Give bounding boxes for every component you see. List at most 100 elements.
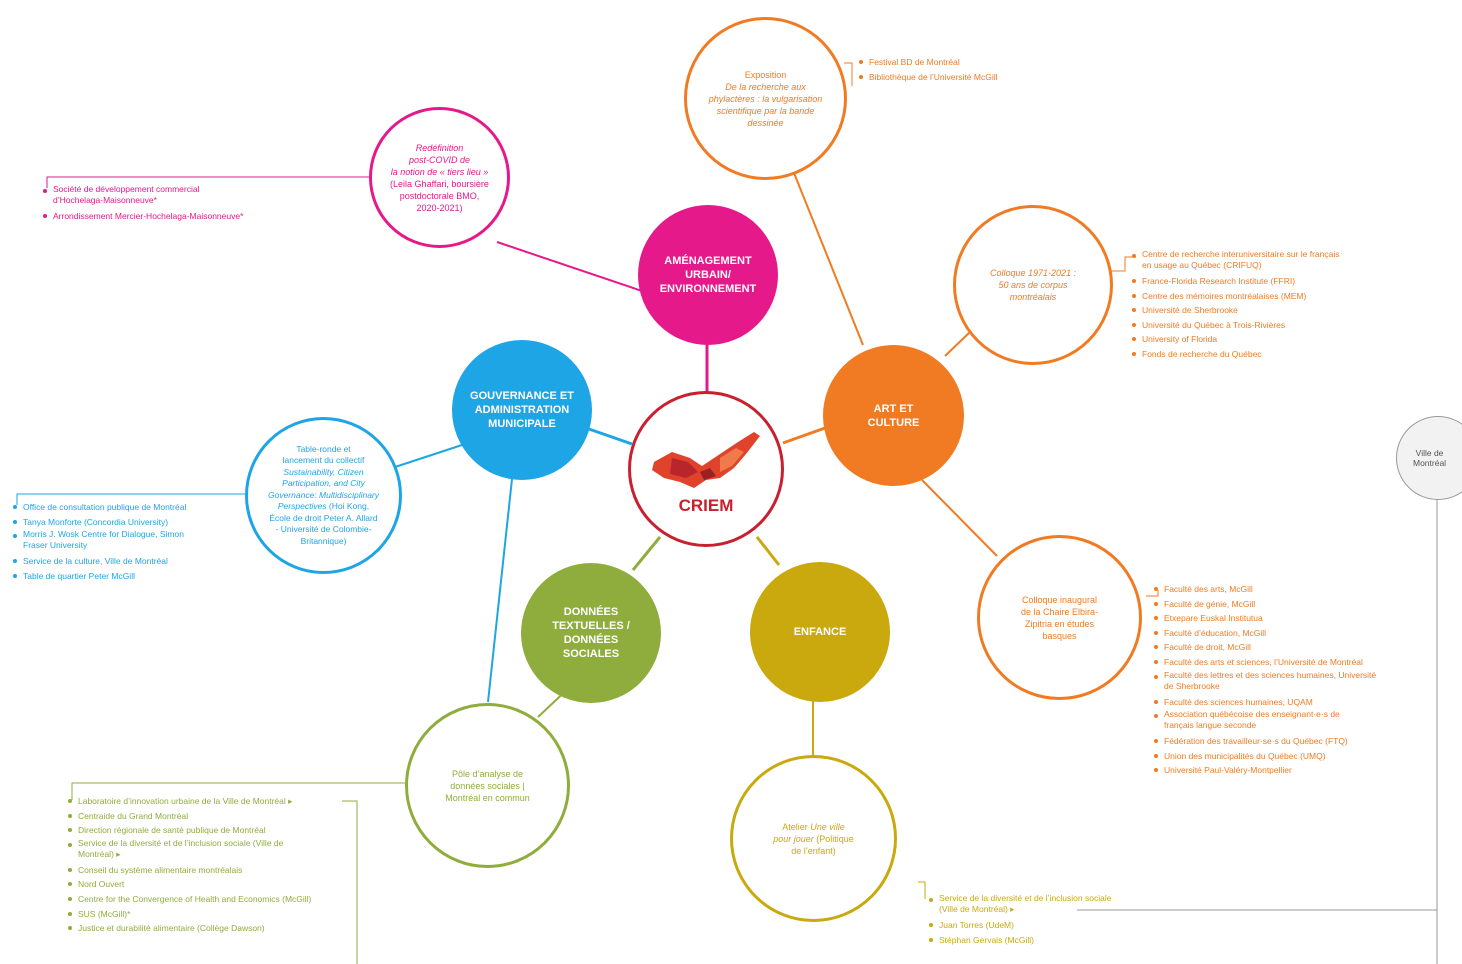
theme-donnees-label: DONNÉES TEXTUELLES / DONNÉES SOCIALES [552, 606, 630, 660]
list-item: Faculté de droit, McGill [1154, 640, 1379, 655]
list-item: Laboratoire d’innovation urbaine de la V… [68, 794, 311, 809]
partners-exposition-list: Festival BD de Montréal Bibliothèque de … [859, 55, 998, 84]
list-item: Faculté des arts, McGill [1154, 582, 1379, 597]
project-pole-line: données sociales | [450, 780, 525, 791]
list-item: Tanya Monforte (Concordia University) [13, 515, 198, 530]
list-item: Service de la diversité et de l’inclusio… [929, 893, 1119, 918]
theme-amenagement-label: AMÉNAGEMENT URBAIN/ ENVIRONNEMENT [659, 255, 757, 295]
project-atelier-node: Atelier Une ville pour jouer (Politique … [730, 755, 897, 922]
list-item: Justice et durabilité alimentaire (Collè… [68, 921, 311, 936]
list-item: Table de quartier Peter McGill [13, 569, 198, 584]
list-item: Faculté de génie, McGill [1154, 597, 1379, 612]
list-item: Service de la culture, Ville de Montréal [13, 554, 198, 569]
list-item: Fonds de recherche du Québec [1132, 347, 1342, 362]
list-item: Bibliothèque de l’Université McGill [859, 70, 998, 85]
list-item: Association québécoise des enseignant·e·… [1154, 709, 1369, 734]
project-colloque-basque-line: Colloque inaugural [1021, 594, 1098, 605]
list-item: Fédération des travailleur·se·s du Québe… [1154, 734, 1379, 749]
project-atelier-title: pour jouer [773, 833, 814, 844]
list-item: Office de consultation publique de Montr… [13, 500, 198, 515]
project-colloque-basque-node: Colloque inaugural de la Chaire Elbira- … [977, 535, 1142, 700]
project-redefinition-line: postdoctorale BMO, [399, 190, 480, 201]
theme-enfance-node: ENFANCE [750, 562, 890, 702]
list-item: Arrondissement Mercier-Hochelaga-Maisonn… [43, 209, 293, 224]
list-item: Faculté d’éducation, McGill [1154, 626, 1379, 641]
partners-colloque-1971-list: Centre de recherche interuniversitaire s… [1132, 249, 1342, 362]
project-colloque-basque-line: Zipitria en études [1024, 618, 1095, 629]
partners-atelier-list: Service de la diversité et de l’inclusio… [929, 893, 1119, 947]
list-item: Etxepare Euskal Institutua [1154, 611, 1379, 626]
partners-table-ronde-list: Office de consultation publique de Montr… [13, 500, 198, 583]
partners-redefinition-list: Société de développement commercial d’Ho… [43, 184, 293, 224]
project-pole-line: Montréal en commun [445, 792, 530, 803]
project-table-ronde-line: lancement du collectif [282, 455, 365, 466]
list-item: Centre de recherche interuniversitaire s… [1132, 249, 1342, 274]
project-exposition-title: dessinée [747, 117, 784, 128]
list-item: Société de développement commercial d’Ho… [43, 184, 243, 209]
list-item: Université Paul-Valéry-Montpellier [1154, 763, 1379, 778]
ville-label: Ville de [1415, 448, 1444, 458]
partners-pole-list: Laboratoire d’innovation urbaine de la V… [68, 794, 311, 936]
theme-gouvernance-node: GOUVERNANCE ET ADMINISTRATION MUNICIPALE [452, 340, 592, 480]
project-colloque-basque-line: de la Chaire Elbira- [1020, 606, 1099, 617]
project-redefinition-node: Redéfinition post-COVID de la notion de … [369, 107, 510, 248]
project-colloque-1971-title: Colloque 1971-2021 : [989, 268, 1077, 278]
project-pole-line: Pôle d’analyse de [451, 768, 524, 779]
project-exposition-title: phylactères : la vulgarisation [708, 93, 823, 104]
project-colloque-1971-title: montréalais [1009, 292, 1057, 302]
list-item: Morris J. Wosk Centre for Dialogue, Simo… [13, 529, 198, 554]
project-colloque-1971-title: 50 ans de corpus [998, 280, 1068, 290]
theme-gouvernance-label: GOUVERNANCE ET ADMINISTRATION MUNICIPALE [470, 390, 574, 430]
project-colloque-1971-node: Colloque 1971-2021 : 50 ans de corpus mo… [953, 205, 1113, 365]
project-redefinition-title: la notion de « tiers lieu » [390, 166, 489, 177]
theme-donnees-node: DONNÉES TEXTUELLES / DONNÉES SOCIALES [521, 563, 661, 703]
theme-art-label: ART ET CULTURE [867, 402, 920, 429]
list-item: Juan Torres (UdeM) [929, 918, 1119, 933]
list-item: Centraide du Grand Montréal [68, 809, 311, 824]
list-item: France-Florida Research Institute (FFRI) [1132, 274, 1342, 289]
theme-amenagement-node: AMÉNAGEMENT URBAIN/ ENVIRONNEMENT [638, 205, 778, 345]
partners-colloque-basque-list: Faculté des arts, McGill Faculté de géni… [1154, 582, 1379, 778]
list-item: Université de Sherbrooke [1132, 303, 1342, 318]
project-table-ronde-line: École de droit Peter A. Allard [269, 512, 378, 523]
list-item: Faculté des sciences humaines, UQAM [1154, 695, 1379, 710]
project-table-ronde-node: Table-ronde et lancement du collectif Su… [245, 417, 402, 574]
project-exposition-title: scientifique par la bande [716, 105, 815, 116]
project-table-ronde-line: (Hoi Kong, [326, 501, 370, 512]
list-item: Service de la diversité et de l’inclusio… [68, 838, 293, 863]
project-colloque-basque-line: basques [1042, 630, 1077, 641]
project-table-ronde-line: Britannique) [300, 535, 347, 546]
theme-enfance-label: ENFANCE [793, 626, 847, 638]
list-item: University of Florida [1132, 332, 1342, 347]
theme-art-culture-node: ART ET CULTURE [823, 345, 964, 486]
criem-center-node: CRIEM [628, 391, 784, 547]
criem-label: CRIEM [678, 496, 734, 515]
project-atelier-title: Une ville [810, 821, 845, 832]
list-item: Nord Ouvert [68, 877, 311, 892]
project-atelier-line: Atelier [782, 821, 811, 832]
project-atelier-line: de l’enfant) [791, 845, 836, 856]
montreal-island-map-icon [652, 432, 760, 488]
list-item: SUS (McGill)* [68, 907, 311, 922]
project-redefinition-line: 2020-2021) [416, 202, 463, 213]
list-item: Université du Québec à Trois-Rivières [1132, 318, 1342, 333]
project-table-ronde-title: Perspectives [277, 501, 327, 512]
project-exposition-node: Exposition De la recherche aux phylactèr… [684, 17, 847, 180]
list-item: Faculté des lettres et des sciences huma… [1154, 670, 1379, 695]
list-item: Union des municipalités du Québec (UMQ) [1154, 749, 1379, 764]
list-item: Festival BD de Montréal [859, 55, 998, 70]
list-item: Centre for the Convergence of Health and… [68, 892, 311, 907]
list-item: Faculté des arts et sciences, l’Universi… [1154, 655, 1379, 670]
project-table-ronde-title: Participation, and City [282, 478, 365, 489]
list-item: Stéphan Gervais (McGill) [929, 933, 1119, 948]
project-exposition-line: Exposition [744, 69, 787, 80]
project-redefinition-line: (Leila Ghaffari, boursière [390, 178, 489, 189]
project-table-ronde-line: Table-ronde et [296, 443, 351, 454]
project-atelier-line: (Politique [813, 833, 854, 844]
list-item: Centre des mémoires montréalaises (MEM) [1132, 289, 1342, 304]
project-pole-analyse-node: Pôle d’analyse de données sociales | Mon… [405, 703, 570, 868]
project-redefinition-title: Redéfinition [415, 142, 464, 153]
list-item: Conseil du système alimentaire montréala… [68, 863, 311, 878]
list-item: Direction régionale de santé publique de… [68, 823, 311, 838]
